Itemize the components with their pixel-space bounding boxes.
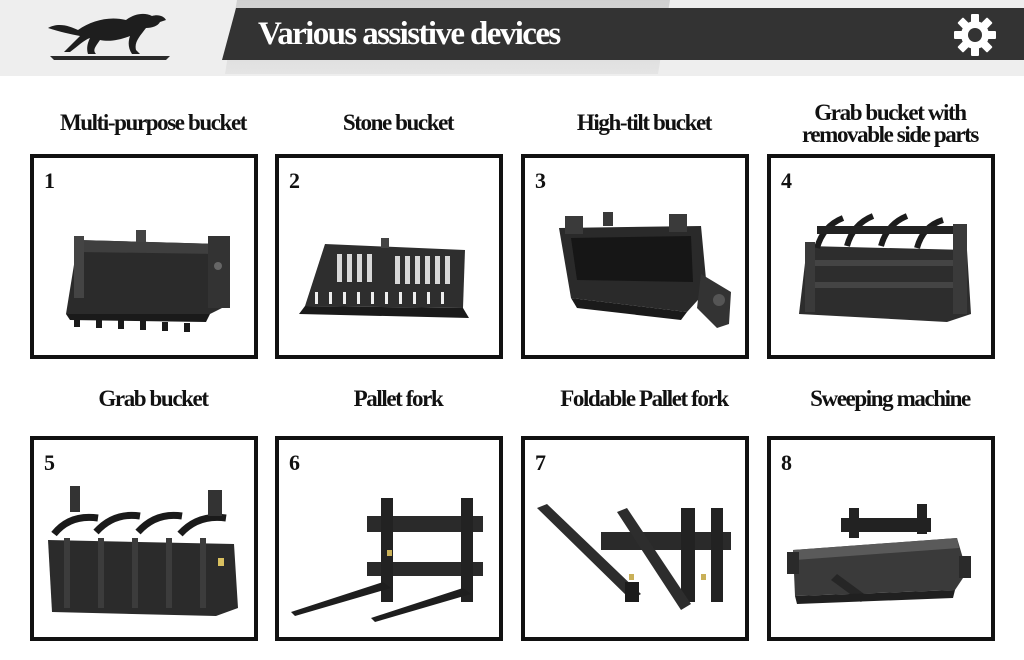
device-number: 8 [781, 450, 792, 475]
device-name: Foldable Pallet fork [560, 386, 729, 411]
header-banner: Various assistive devices [0, 0, 1024, 76]
header-bar [222, 8, 1024, 60]
running-panther-logo [48, 13, 170, 60]
device-frame: 2 [275, 154, 503, 359]
foldable-pallet-fork-icon [537, 504, 731, 610]
device-frame: 3 [521, 154, 749, 359]
device-name: High-tilt bucket [576, 110, 713, 135]
device-frame: 5 [30, 436, 258, 641]
device-number: 1 [44, 168, 55, 193]
device-name-line: Grab bucket with [814, 100, 967, 125]
device-number: 6 [289, 450, 300, 475]
device-number: 7 [535, 450, 546, 475]
device-frame: 8 [767, 436, 995, 641]
grab-bucket-icon [48, 486, 238, 616]
multi-purpose-bucket-icon [66, 230, 230, 332]
stone-bucket-icon [299, 238, 469, 318]
device-frame: 1 [30, 154, 258, 359]
device-number: 2 [289, 168, 300, 193]
device-name: Stone bucket [342, 110, 455, 135]
device-frame: 6 [275, 436, 503, 641]
device-name: Sweeping machine [810, 386, 971, 411]
device-name-line: removable side parts [801, 122, 979, 147]
gear-icon [954, 14, 996, 56]
high-tilt-bucket-icon [559, 212, 731, 328]
device-frame: 7 [521, 436, 749, 641]
device-number: 4 [781, 168, 792, 193]
device-grid: Multi-purpose bucket 1 Stone bucket [0, 90, 1024, 650]
device-frame: 4 [767, 154, 995, 359]
device-number: 3 [535, 168, 546, 193]
device-number: 5 [44, 450, 55, 475]
page-title: Various assistive devices [258, 16, 561, 52]
device-name: Grab bucket [98, 386, 209, 411]
device-name: Multi-purpose bucket [59, 110, 247, 135]
device-name: Grab bucket with removable side parts [747, 100, 1024, 147]
pallet-fork-icon [291, 498, 483, 622]
device-name: Pallet fork [353, 386, 444, 411]
sweeping-machine-icon [787, 504, 971, 604]
grab-bucket-side-parts-icon [799, 213, 971, 322]
